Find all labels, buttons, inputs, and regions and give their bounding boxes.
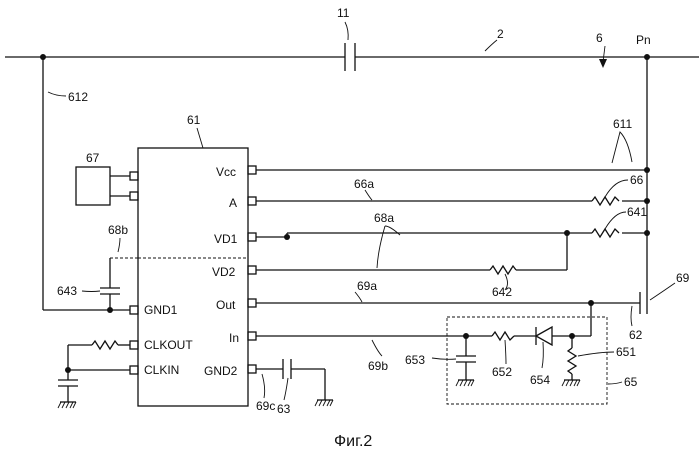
label-wire-68b: 68b (108, 223, 128, 237)
capacitor-11 (345, 22, 355, 71)
label-capacitor-653: 653 (405, 353, 425, 367)
capacitor-62 (640, 284, 647, 314)
label-capacitor-11: 11 (337, 6, 350, 20)
label-capacitor-69: 69 (676, 271, 690, 285)
clock-capacitor (58, 380, 78, 402)
ground-icon-651 (562, 380, 580, 386)
capacitor-653 (456, 333, 476, 380)
pin-vd2: VD2 (212, 233, 567, 279)
pin-label-vd2: VD2 (212, 265, 236, 279)
label-resistor-642: 642 (492, 285, 512, 299)
label-arrow-6: 6 (596, 31, 603, 45)
resistor-642 (490, 266, 516, 274)
label-node-pn: Pn (636, 33, 651, 47)
pin-label-gnd2: GND2 (204, 364, 238, 378)
label-capacitor-643: 643 (57, 284, 77, 298)
pin-clkin: CLKIN (65, 363, 179, 377)
pin-a: A (229, 196, 647, 210)
ground-icon-653 (456, 380, 474, 386)
figure-caption: Фиг.2 (334, 433, 372, 450)
label-wire-69a: 69a (357, 279, 377, 293)
pin-vcc: Vcc (216, 165, 647, 179)
label-wire-69c: 69c (256, 399, 275, 413)
ground-icon-clock (58, 402, 76, 408)
ic-pin-67a (130, 172, 138, 180)
pin-label-clkout: CLKOUT (144, 338, 193, 352)
label-capacitor-62: 62 (629, 328, 643, 342)
block-67 (76, 167, 110, 205)
pin-label-out: Out (216, 298, 236, 312)
label-wire-612: 612 (68, 90, 88, 104)
label-wire-66a: 66a (354, 177, 374, 191)
pin-label-in: In (229, 331, 239, 345)
label-resistor-651: 651 (616, 345, 636, 359)
pin-label-gnd1: GND1 (144, 303, 178, 317)
label-resistor-66: 66 (630, 173, 644, 187)
ground-icon-63 (315, 400, 333, 406)
resistor-652 (492, 332, 514, 340)
resistor-651 (568, 303, 591, 380)
pin-label-vcc: Vcc (216, 165, 236, 179)
capacitor-63 (283, 359, 291, 379)
label-resistor-641: 641 (627, 205, 647, 219)
wire-68b (100, 258, 120, 313)
resistor-66 (592, 197, 619, 205)
diode-654 (536, 327, 572, 345)
label-capacitor-63: 63 (277, 402, 291, 416)
ic-pin-67b (130, 192, 138, 200)
pin-in: In (229, 331, 492, 345)
label-ic-61: 61 (187, 113, 201, 127)
label-block-65: 65 (624, 375, 638, 389)
label-wire-69b: 69b (368, 359, 388, 373)
label-diode-654: 654 (530, 373, 550, 387)
label-wire-68a: 68a (374, 211, 394, 225)
pin-gnd1: GND1 (130, 303, 178, 317)
block-65 (447, 317, 607, 404)
pin-label-vd1: VD1 (214, 232, 238, 246)
label-resistor-652: 652 (492, 365, 512, 379)
label-block-67: 67 (86, 151, 100, 165)
pin-label-a: A (229, 196, 237, 210)
label-wire-611: 611 (613, 117, 632, 131)
resistor-641 (592, 229, 619, 237)
pin-label-clkin: CLKIN (144, 363, 179, 377)
pin-vd1: VD1 (214, 230, 647, 246)
pin-out: Out (216, 298, 640, 312)
label-line-2: 2 (497, 27, 504, 41)
